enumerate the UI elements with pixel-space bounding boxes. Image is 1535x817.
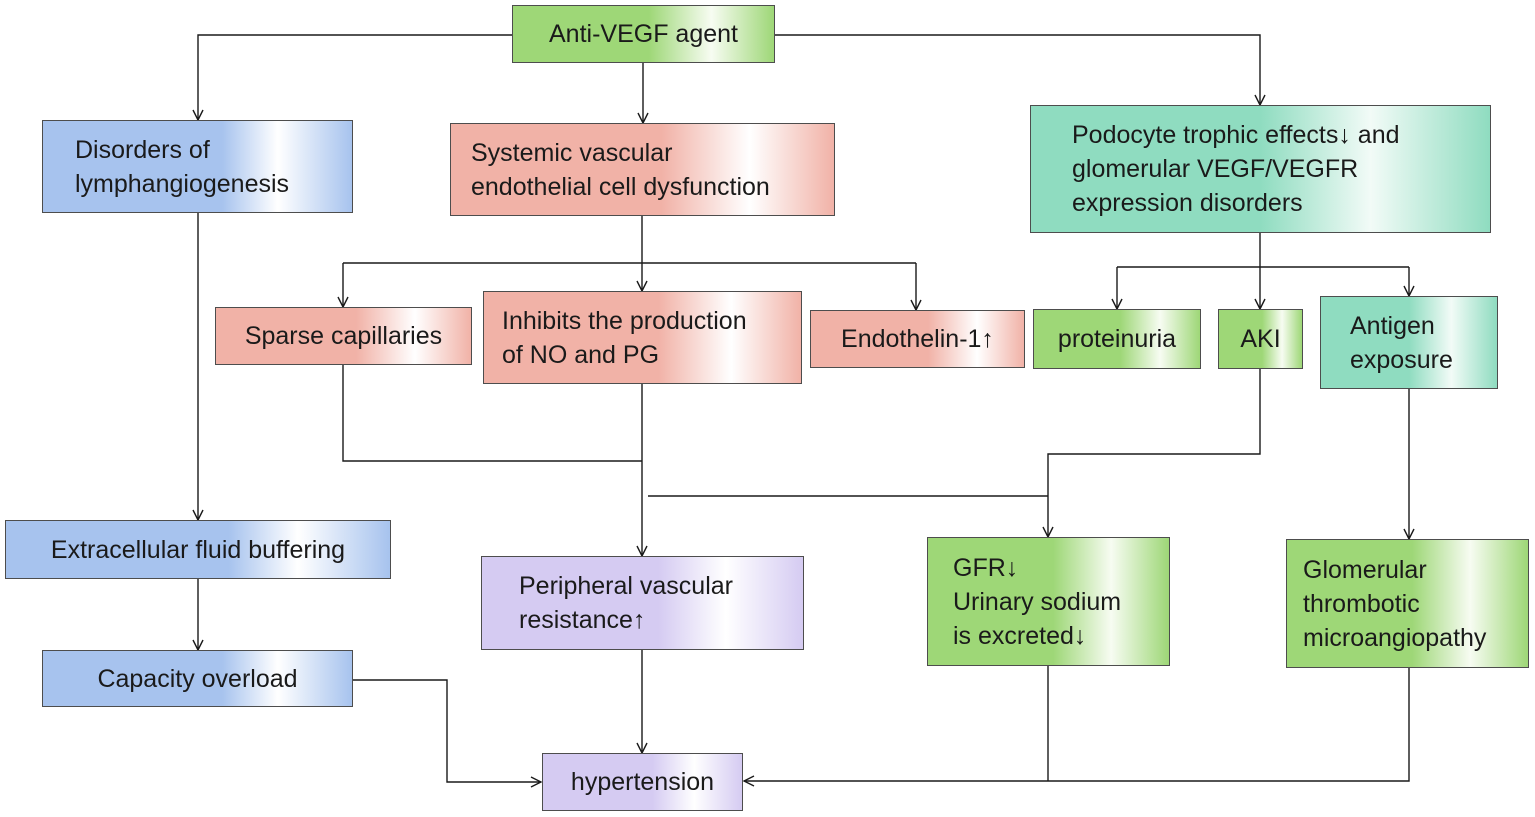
label-endothelial-line-1: Systemic vascular	[471, 138, 673, 167]
label-hypertension: hypertension	[570, 768, 715, 796]
node-endothelial-dysfunction: Systemic vascular endothelial cell dysfu…	[450, 123, 835, 216]
node-aki: AKI	[1218, 309, 1303, 369]
node-anti-vegf: Anti-VEGF agent	[512, 5, 775, 63]
edge-aki-gfr	[1048, 369, 1261, 537]
edge-antivegf-podocyte	[775, 34, 1260, 105]
label-podocyte-line-1: Podocyte trophic effects↓ and	[1072, 121, 1400, 149]
node-no-pg: Inhibits the production of NO and PG	[483, 291, 802, 384]
label-antigen-line-2: exposure	[1350, 345, 1453, 374]
label-sparse: Sparse capillaries	[244, 322, 443, 350]
node-podocyte: Podocyte trophic effects↓ and glomerular…	[1030, 105, 1491, 233]
edge-sparse-merge	[342, 365, 642, 462]
label-antigen-line-1: Antigen	[1350, 311, 1435, 340]
label-ecf: Extracellular fluid buffering	[50, 535, 346, 564]
node-lymphangiogenesis: Disorders of lymphangiogenesis	[42, 120, 353, 213]
label-endothelial-line-2: endothelial cell dysfunction	[471, 172, 770, 201]
label-aki: AKI	[1240, 325, 1281, 353]
edge-capacity-hypertension	[353, 679, 541, 782]
label-endothelin: Endothelin-1↑	[841, 325, 994, 353]
label-tma-line-3: microangiopathy	[1303, 623, 1487, 652]
label-gfr-line-2: Urinary sodium	[953, 587, 1122, 616]
label-podocyte-line-2: glomerular VEGF/VEGFR	[1072, 155, 1359, 183]
node-capacity-overload: Capacity overload	[42, 650, 353, 707]
label-tma-line-2: thrombotic	[1303, 589, 1420, 618]
label-gfr-line-1: GFR↓	[953, 553, 1019, 582]
edge-antivegf-lymph	[198, 34, 512, 120]
label-gfr-line-3: is excreted↓	[953, 621, 1087, 650]
label-lymph-line-2: lymphangiogenesis	[75, 169, 290, 198]
label-no-pg-line-2: of NO and PG	[502, 340, 660, 369]
node-antigen-exposure: Antigen exposure	[1320, 296, 1498, 389]
label-anti-vegf: Anti-VEGF agent	[549, 20, 738, 48]
label-pvr-line-1: Peripheral vascular	[519, 572, 733, 600]
label-proteinuria: proteinuria	[1057, 325, 1177, 353]
label-lymph-line-1: Disorders of	[75, 135, 210, 164]
edge-tma-hypertension	[744, 668, 1410, 781]
label-no-pg-line-1: Inhibits the production	[502, 306, 747, 335]
node-hypertension: hypertension	[542, 753, 743, 811]
node-sparse-capillaries: Sparse capillaries	[215, 307, 472, 365]
label-tma-line-1: Glomerular	[1303, 555, 1427, 584]
node-endothelin: Endothelin-1↑	[810, 310, 1025, 368]
node-extracellular-fluid: Extracellular fluid buffering	[5, 520, 391, 579]
label-pvr-line-2: resistance↑	[519, 606, 646, 634]
node-proteinuria: proteinuria	[1033, 309, 1201, 369]
node-gfr: GFR↓ Urinary sodium is excreted↓	[927, 537, 1170, 666]
node-thrombotic-microangiopathy: Glomerular thrombotic microangiopathy	[1286, 539, 1529, 668]
label-capacity: Capacity overload	[97, 664, 298, 693]
label-podocyte-line-3: expression disorders	[1072, 189, 1303, 217]
node-peripheral-resistance: Peripheral vascular resistance↑	[481, 556, 804, 650]
